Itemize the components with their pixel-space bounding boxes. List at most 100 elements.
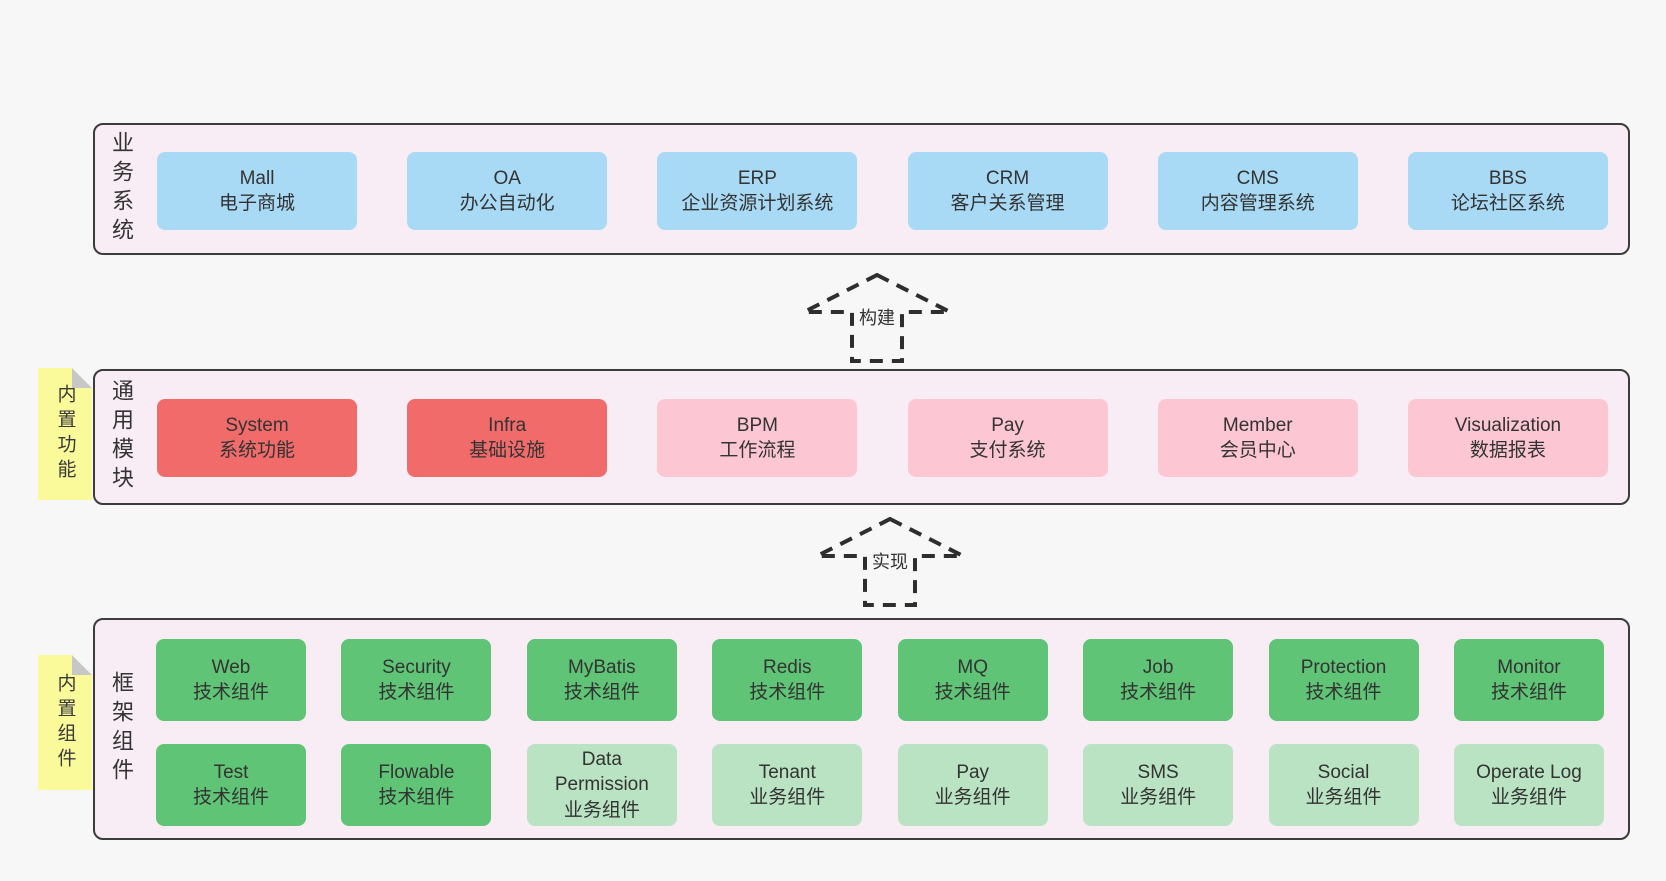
box-title: Member	[1222, 414, 1293, 436]
box-title: BPM	[736, 414, 778, 436]
box-title: Data Permission	[554, 749, 649, 796]
box-title: Visualization	[1454, 414, 1562, 436]
sticky-tag-built-in-components: 内置组件	[38, 655, 92, 790]
box-desc: 内容管理系统	[1200, 193, 1315, 214]
box-visualization: Visualization 数据报表	[1407, 399, 1608, 477]
business-box-row: Mall 电子商城 OA 办公自动化 ERP 企业资源计划系统 CRM 客户关系管理 CMS 内容…	[157, 152, 1608, 230]
box-desc: 技术组件	[1120, 682, 1197, 703]
box-erp: ERP 企业资源计划系统	[657, 152, 858, 230]
box-desc: 办公自动化	[459, 193, 555, 214]
box-flowable: Flowable 技术组件	[341, 744, 492, 826]
box-oa: OA 办公自动化	[407, 152, 608, 230]
box-title: Job	[1142, 656, 1174, 678]
box-crm: CRM 客户关系管理	[907, 152, 1108, 230]
box-title: Social	[1317, 761, 1370, 783]
dashed-up-arrow-icon	[803, 272, 951, 363]
box-title: Protection	[1300, 656, 1387, 678]
box-title: Mall	[239, 167, 275, 189]
box-test: Test 技术组件	[156, 744, 306, 826]
box-social: Social 业务组件	[1268, 744, 1419, 826]
box-bbs: BBS 论坛社区系统	[1407, 152, 1608, 230]
box-title: CMS	[1236, 167, 1279, 189]
section-label-components: 框架组件	[109, 671, 134, 787]
box-title: BBS	[1488, 167, 1527, 189]
box-desc: 企业资源计划系统	[681, 193, 834, 214]
build-arrow: 构建	[792, 267, 962, 367]
tag-label: 内置功能	[54, 384, 76, 484]
box-mall: Mall 电子商城	[157, 152, 357, 230]
box-desc: 业务组件	[1120, 787, 1197, 808]
folded-corner	[72, 368, 92, 388]
box-pay: Pay 支付系统	[907, 399, 1108, 477]
box-desc: 数据报表	[1469, 440, 1546, 461]
box-desc: 技术组件	[1490, 682, 1567, 703]
box-mq: MQ 技术组件	[897, 639, 1048, 721]
box-desc: 业务组件	[749, 787, 826, 808]
section-label-modules: 通用模块	[109, 379, 134, 495]
box-desc: 技术组件	[749, 682, 826, 703]
box-bpm: BPM 工作流程	[657, 399, 858, 477]
box-title: OA	[493, 167, 521, 189]
box-mybatis: MyBatis 技术组件	[526, 639, 677, 721]
box-title: ERP	[737, 167, 777, 189]
box-cms: CMS 内容管理系统	[1157, 152, 1358, 230]
box-desc: 业务组件	[563, 799, 640, 821]
implement-arrow: 实现	[805, 511, 975, 611]
box-pay: Pay 业务组件	[897, 744, 1048, 826]
box-desc: 支付系统	[969, 440, 1046, 461]
box-desc: 业务组件	[1305, 787, 1382, 808]
box-title: Pay	[956, 761, 990, 783]
box-data-permission: Data Permission 业务组件	[526, 744, 677, 826]
box-monitor: Monitor 技术组件	[1453, 639, 1604, 721]
dashed-up-arrow-icon	[816, 516, 964, 607]
box-desc: 技术组件	[378, 682, 455, 703]
box-title: CRM	[985, 167, 1030, 189]
implement-arrow-label: 实现	[868, 547, 912, 575]
box-title: MQ	[957, 656, 988, 678]
box-job: Job 技术组件	[1083, 639, 1234, 721]
section-business-systems: 业务系统 Mall 电子商城 OA 办公自动化 ERP 企业资源计划系统 CRM 客户关系管理…	[93, 123, 1630, 255]
box-title: Flowable	[378, 761, 455, 783]
box-desc: 工作流程	[719, 440, 796, 461]
box-protection: Protection 技术组件	[1268, 639, 1419, 721]
box-desc: 系统功能	[218, 440, 295, 461]
box-operate-log: Operate Log 业务组件	[1453, 744, 1604, 826]
box-title: Web	[211, 656, 251, 678]
tag-label: 内置组件	[54, 672, 76, 773]
box-desc: 技术组件	[1305, 682, 1382, 703]
box-desc: 论坛社区系统	[1450, 193, 1565, 214]
box-tenant: Tenant 业务组件	[712, 744, 863, 826]
box-desc: 技术组件	[378, 787, 455, 808]
box-desc: 电子商城	[218, 193, 295, 214]
sticky-tag-built-in-features: 内置功能	[38, 368, 92, 500]
box-desc: 技术组件	[192, 787, 269, 808]
section-label-business: 业务系统	[109, 131, 134, 247]
box-title: Test	[213, 761, 249, 783]
box-desc: 客户关系管理	[950, 193, 1065, 214]
box-title: MyBatis	[568, 656, 636, 678]
box-title: Pay	[991, 414, 1024, 436]
box-redis: Redis 技术组件	[712, 639, 863, 721]
box-title: Operate Log	[1476, 761, 1582, 783]
box-desc: 业务组件	[934, 787, 1011, 808]
box-desc: 技术组件	[563, 682, 640, 703]
box-desc: 技术组件	[934, 682, 1011, 703]
box-title: Tenant	[758, 761, 816, 783]
build-arrow-label: 构建	[855, 303, 899, 331]
box-title: Monitor	[1497, 656, 1561, 678]
box-title: Infra	[488, 414, 527, 436]
box-title: Redis	[762, 656, 812, 678]
box-desc: 业务组件	[1490, 787, 1567, 808]
